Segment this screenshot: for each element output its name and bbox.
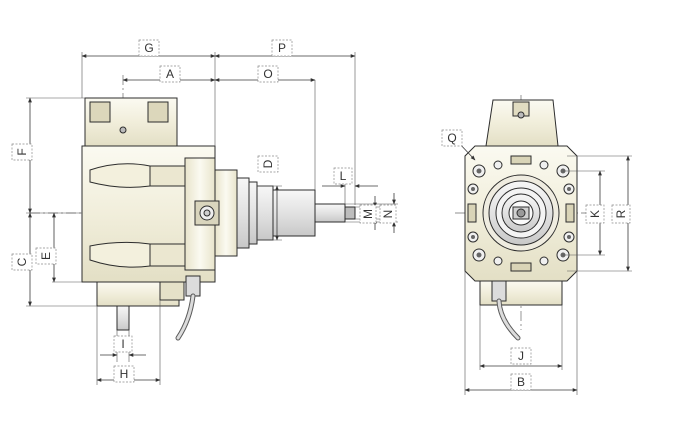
side-view	[26, 52, 398, 385]
label-h-text: H	[120, 367, 129, 381]
label-d-text: D	[261, 159, 275, 168]
dimension-labels: G P A O F C E D L M N I H Q K R J B	[11, 39, 631, 391]
front-view	[455, 95, 632, 395]
label-l: L	[333, 167, 353, 185]
label-n-text: N	[381, 210, 395, 219]
label-d: D	[257, 155, 279, 173]
label-j-text: J	[518, 349, 524, 363]
label-e-text: E	[39, 252, 53, 260]
label-k-text: K	[588, 210, 602, 218]
label-o-text: O	[263, 67, 272, 81]
label-p: P	[271, 39, 293, 57]
label-n: N	[379, 204, 397, 224]
label-q: Q	[441, 129, 463, 147]
label-k: K	[585, 204, 605, 224]
label-f: F	[11, 143, 33, 161]
label-m-text: M	[361, 209, 375, 219]
label-r-text: R	[614, 209, 628, 218]
label-q-text: Q	[447, 131, 456, 145]
label-b-text: B	[517, 375, 525, 389]
label-i: I	[113, 335, 133, 353]
label-p-text: P	[278, 41, 286, 55]
label-r: R	[611, 204, 631, 224]
label-g-text: G	[144, 41, 153, 55]
label-l-text: L	[340, 169, 347, 183]
label-j: J	[510, 347, 532, 365]
label-f-text: F	[15, 148, 29, 155]
label-e: E	[35, 247, 57, 265]
label-m: M	[359, 204, 377, 224]
label-b: B	[510, 373, 532, 391]
label-a: A	[159, 65, 181, 83]
label-c: C	[11, 253, 33, 271]
label-i-text: I	[121, 337, 124, 351]
label-a-text: A	[166, 67, 174, 81]
label-h: H	[113, 365, 135, 383]
label-c-text: C	[15, 257, 29, 266]
label-o: O	[257, 65, 279, 83]
label-g: G	[138, 39, 160, 57]
